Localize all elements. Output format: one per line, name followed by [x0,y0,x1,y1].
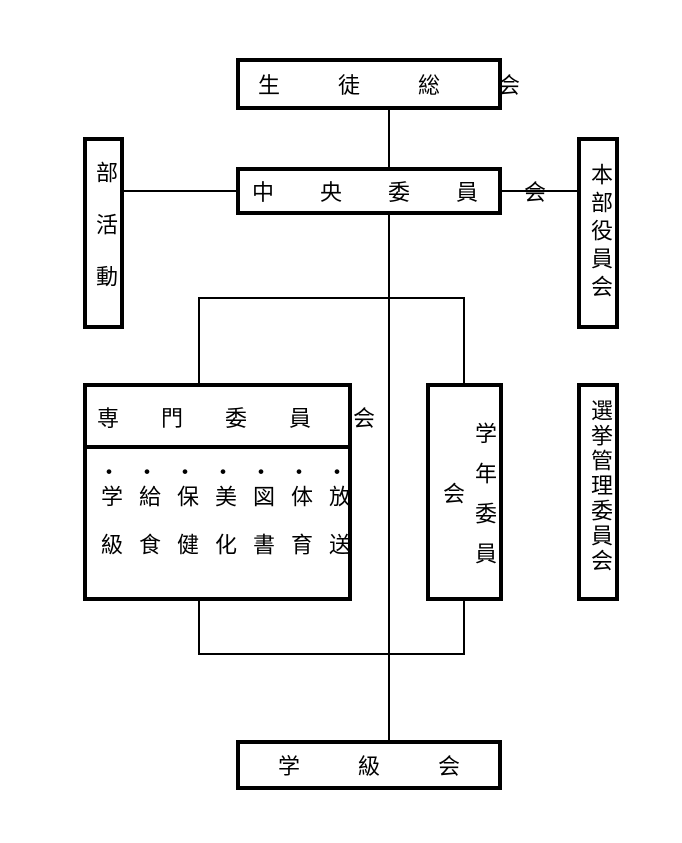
grade-committee-box: 学年委員会 [426,383,503,601]
member-label: 図書 [249,485,274,581]
hq-officers-label: 本部役員会 [587,163,612,303]
election-committee-box: 選挙管理委員会 [577,383,619,601]
central-committee-box: 中 央 委 員 会 [236,167,559,215]
line-bottom-bracket [198,600,465,655]
special-committees-label: 専 門 委 員 会 [97,407,386,432]
line-top-bracket [198,297,465,385]
member-label: 美化 [211,485,236,581]
special-committees-box: 専 門 委 員 会 ・学級・給食・保健・美化・図書・体育・放送 [83,383,386,601]
club-activities-box: 部活動 [83,137,124,329]
special-committee-member: ・放送 [318,461,356,582]
member-label: 体育 [287,485,312,581]
bullet-mark: ・ [173,461,196,486]
bullet-mark: ・ [97,461,120,486]
special-committees-divider [87,445,348,449]
election-committee-label: 選挙管理委員会 [587,399,612,574]
general-assembly-box: 生 徒 総 会 [236,58,539,110]
member-label: 保健 [173,485,198,581]
member-label: 学級 [97,485,122,581]
bullet-mark: ・ [287,461,310,486]
bullet-mark: ・ [135,461,158,486]
class-assembly-box: 学 級 会 [236,740,502,790]
special-committee-member: ・保健 [166,461,204,582]
special-committee-members: ・学級・給食・保健・美化・図書・体育・放送 [87,461,350,583]
member-label: 放送 [325,485,350,581]
special-committee-member: ・美化 [204,461,242,582]
class-assembly-label: 学 級 会 [277,755,478,780]
central-committee-label: 中 央 委 員 会 [252,181,559,206]
bullet-mark: ・ [325,461,348,486]
general-assembly-label: 生 徒 総 会 [258,74,539,99]
club-activities-label: 部活動 [92,161,117,317]
special-committee-member: ・給食 [128,461,166,582]
special-committee-member: ・図書 [242,461,280,582]
special-committee-member: ・体育 [280,461,318,582]
hq-officers-box: 本部役員会 [577,137,619,329]
member-label: 給食 [135,485,160,581]
grade-committee-label: 学年委員会 [439,422,496,582]
bullet-mark: ・ [211,461,234,486]
bullet-mark: ・ [249,461,272,486]
special-committee-member: ・学級 [90,461,128,582]
